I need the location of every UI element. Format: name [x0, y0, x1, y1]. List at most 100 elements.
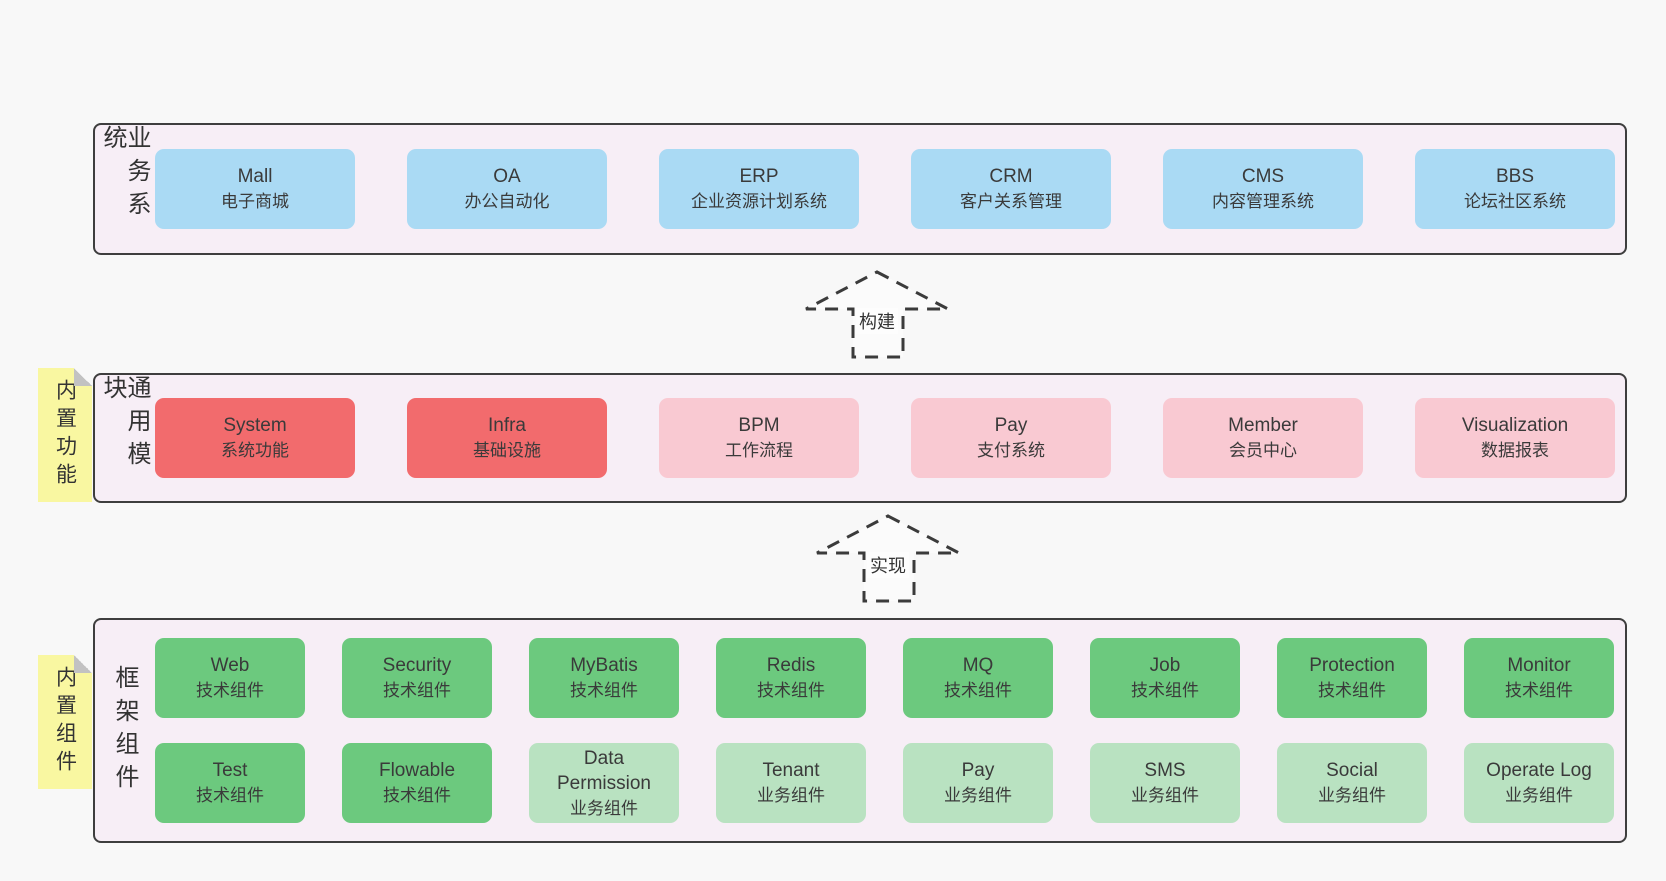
- box-title: Security: [382, 655, 452, 676]
- box-subtitle: 内容管理系统: [1212, 192, 1314, 211]
- box-tenant: Tenant 业务组件: [716, 743, 866, 823]
- box-subtitle: 技术组件: [196, 681, 264, 700]
- implement-arrow: 实现: [808, 510, 968, 606]
- box-mall: Mall 电子商城: [155, 149, 355, 229]
- box-subtitle: 业务组件: [757, 786, 825, 805]
- box-title: BPM: [738, 415, 780, 436]
- box-title: Data Permission: [557, 747, 651, 794]
- box-title: Test: [212, 760, 248, 781]
- box-subtitle: 技术组件: [1505, 681, 1573, 700]
- box-title: ERP: [739, 166, 779, 187]
- band-modules-label: 通用模块: [99, 375, 150, 474]
- box-title: Web: [210, 655, 250, 676]
- box-title: SMS: [1144, 760, 1186, 781]
- box-security: Security 技术组件: [342, 638, 492, 718]
- box-crm: CRM 客户关系管理: [911, 149, 1111, 229]
- box-subtitle: 业务组件: [1318, 786, 1386, 805]
- note-built-in-functions: 内置功能: [38, 368, 92, 502]
- box-subtitle: 技术组件: [570, 681, 638, 700]
- box-subtitle: 支付系统: [977, 441, 1045, 460]
- box-title: CRM: [989, 166, 1033, 187]
- box-title: Job: [1149, 655, 1181, 676]
- box-subtitle: 办公自动化: [464, 192, 550, 211]
- box-subtitle: 工作流程: [725, 441, 793, 460]
- box-erp: ERP 企业资源计划系统: [659, 149, 859, 229]
- box-subtitle: 技术组件: [757, 681, 825, 700]
- box-protection: Protection 技术组件: [1277, 638, 1427, 718]
- box-subtitle: 技术组件: [1131, 681, 1199, 700]
- business-boxes: Mall 电子商城 OA 办公自动化 ERP 企业资源计划系统 CRM 客户关系…: [153, 125, 1625, 253]
- box-title: Member: [1228, 415, 1298, 436]
- band-business-systems: 业务系统 Mall 电子商城 OA 办公自动化 ERP 企业资源计划系统 CRM…: [93, 123, 1627, 255]
- band-framework-components: 框架组件 Web 技术组件 Security 技术组件 MyBatis 技术组件…: [93, 618, 1627, 843]
- box-title: Protection: [1309, 655, 1395, 676]
- note-label: 内置组件: [53, 666, 77, 778]
- framework-row-1: Web 技术组件 Security 技术组件 MyBatis 技术组件 Redi…: [153, 638, 1625, 718]
- box-subtitle: 业务组件: [1505, 786, 1573, 805]
- build-arrow-label: 构建: [856, 308, 898, 334]
- box-subtitle: 系统功能: [221, 441, 289, 460]
- box-subtitle: 技术组件: [944, 681, 1012, 700]
- box-title: Pay: [961, 760, 995, 781]
- box-subtitle: 业务组件: [570, 798, 638, 818]
- box-title: Social: [1326, 760, 1378, 781]
- box-title: Flowable: [378, 760, 456, 781]
- box-subtitle: 技术组件: [383, 786, 451, 805]
- box-social: Social 业务组件: [1277, 743, 1427, 823]
- box-subtitle: 电子商城: [221, 192, 289, 211]
- box-monitor: Monitor 技术组件: [1464, 638, 1614, 718]
- box-subtitle: 客户关系管理: [960, 192, 1062, 211]
- box-system: System 系统功能: [155, 398, 355, 478]
- box-subtitle: 业务组件: [944, 786, 1012, 805]
- box-subtitle: 技术组件: [383, 681, 451, 700]
- band-common-modules: 通用模块 System 系统功能 Infra 基础设施 BPM 工作流程 Pay…: [93, 373, 1627, 503]
- box-title: OA: [493, 166, 521, 187]
- framework-row-2: Test 技术组件 Flowable 技术组件 Data Permission …: [153, 743, 1625, 823]
- folded-corner-icon: [74, 655, 92, 673]
- box-cms: CMS 内容管理系统: [1163, 149, 1363, 229]
- box-mq: MQ 技术组件: [903, 638, 1053, 718]
- module-boxes: System 系统功能 Infra 基础设施 BPM 工作流程 Pay 支付系统…: [153, 375, 1625, 501]
- box-subtitle: 技术组件: [1318, 681, 1386, 700]
- box-subtitle: 企业资源计划系统: [691, 192, 827, 211]
- box-title: Visualization: [1461, 415, 1569, 436]
- implement-arrow-label: 实现: [867, 552, 909, 578]
- box-title: MQ: [962, 655, 994, 676]
- box-bpm: BPM 工作流程: [659, 398, 859, 478]
- note-built-in-components: 内置组件: [38, 655, 92, 789]
- framework-rows: Web 技术组件 Security 技术组件 MyBatis 技术组件 Redi…: [153, 620, 1625, 841]
- box-oa: OA 办公自动化: [407, 149, 607, 229]
- box-title: Mall: [237, 166, 273, 187]
- box-mybatis: MyBatis 技术组件: [529, 638, 679, 718]
- box-title: CMS: [1241, 166, 1285, 187]
- box-title: System: [223, 415, 287, 436]
- band-business-label: 业务系统: [99, 125, 150, 224]
- note-label: 内置功能: [53, 379, 77, 491]
- box-title: Redis: [766, 655, 816, 676]
- band-label-wrap: 通用模块: [95, 375, 153, 501]
- box-subtitle: 论坛社区系统: [1464, 192, 1566, 211]
- box-title: Infra: [487, 415, 527, 436]
- box-subtitle: 数据报表: [1481, 441, 1549, 460]
- box-title: Monitor: [1507, 655, 1571, 676]
- box-pay-component: Pay 业务组件: [903, 743, 1053, 823]
- box-redis: Redis 技术组件: [716, 638, 866, 718]
- box-subtitle: 基础设施: [473, 441, 541, 460]
- box-title: Pay: [994, 415, 1028, 436]
- box-title: BBS: [1495, 166, 1535, 187]
- box-member: Member 会员中心: [1163, 398, 1363, 478]
- box-pay: Pay 支付系统: [911, 398, 1111, 478]
- box-title: Operate Log: [1486, 760, 1592, 781]
- box-flowable: Flowable 技术组件: [342, 743, 492, 823]
- box-subtitle: 技术组件: [196, 786, 264, 805]
- folded-corner-icon: [74, 368, 92, 386]
- box-sms: SMS 业务组件: [1090, 743, 1240, 823]
- band-label-wrap: 业务系统: [95, 125, 153, 253]
- box-title: Tenant: [762, 760, 820, 781]
- band-framework-label: 框架组件: [111, 664, 138, 797]
- box-infra: Infra 基础设施: [407, 398, 607, 478]
- box-bbs: BBS 论坛社区系统: [1415, 149, 1615, 229]
- box-job: Job 技术组件: [1090, 638, 1240, 718]
- box-web: Web 技术组件: [155, 638, 305, 718]
